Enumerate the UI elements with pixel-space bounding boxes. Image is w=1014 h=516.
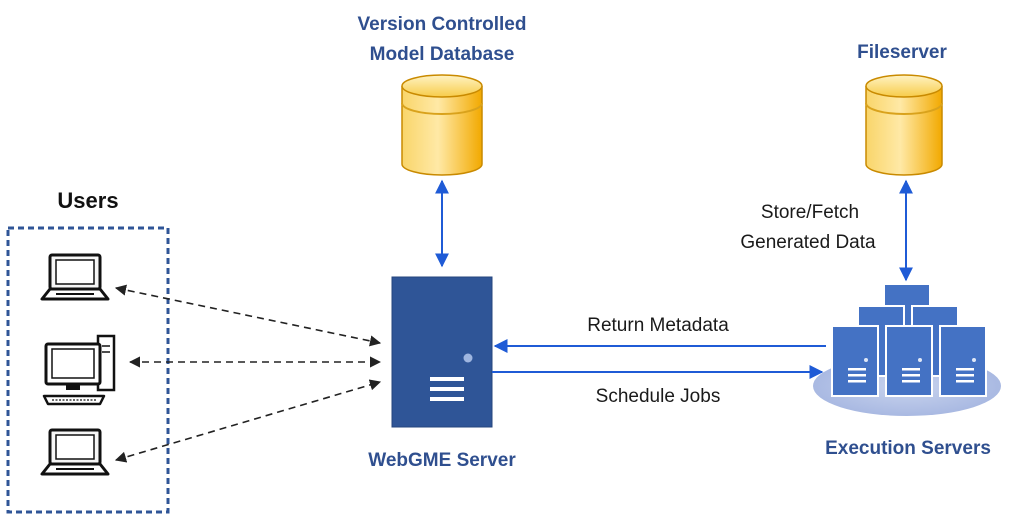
laptop-icon[interactable]: [40, 428, 110, 476]
fileserver-label: Fileserver: [857, 42, 947, 63]
database-label-line2: Model Database: [370, 44, 515, 65]
users-label: Users: [57, 188, 118, 213]
execution-label: Execution Servers: [825, 438, 991, 459]
user-connection-1: [114, 284, 382, 347]
user-connection-3: [114, 379, 382, 463]
desktop-icon[interactable]: [42, 334, 116, 406]
server-icon[interactable]: [391, 276, 493, 428]
return-metadata-label: Return Metadata: [587, 315, 729, 336]
laptop-icon[interactable]: [40, 253, 110, 301]
database-label-line1: Version Controlled: [358, 14, 527, 35]
store-fetch-label-line1: Store/Fetch: [761, 202, 859, 223]
database-icon[interactable]: [401, 74, 483, 176]
server-cluster-icon[interactable]: [813, 283, 1001, 416]
database-icon[interactable]: [865, 74, 943, 176]
store-fetch-label-line2: Generated Data: [740, 232, 876, 253]
schedule-jobs-label: Schedule Jobs: [596, 386, 721, 407]
users-group-box: [6, 226, 170, 514]
webgme-label: WebGME Server: [368, 450, 516, 471]
